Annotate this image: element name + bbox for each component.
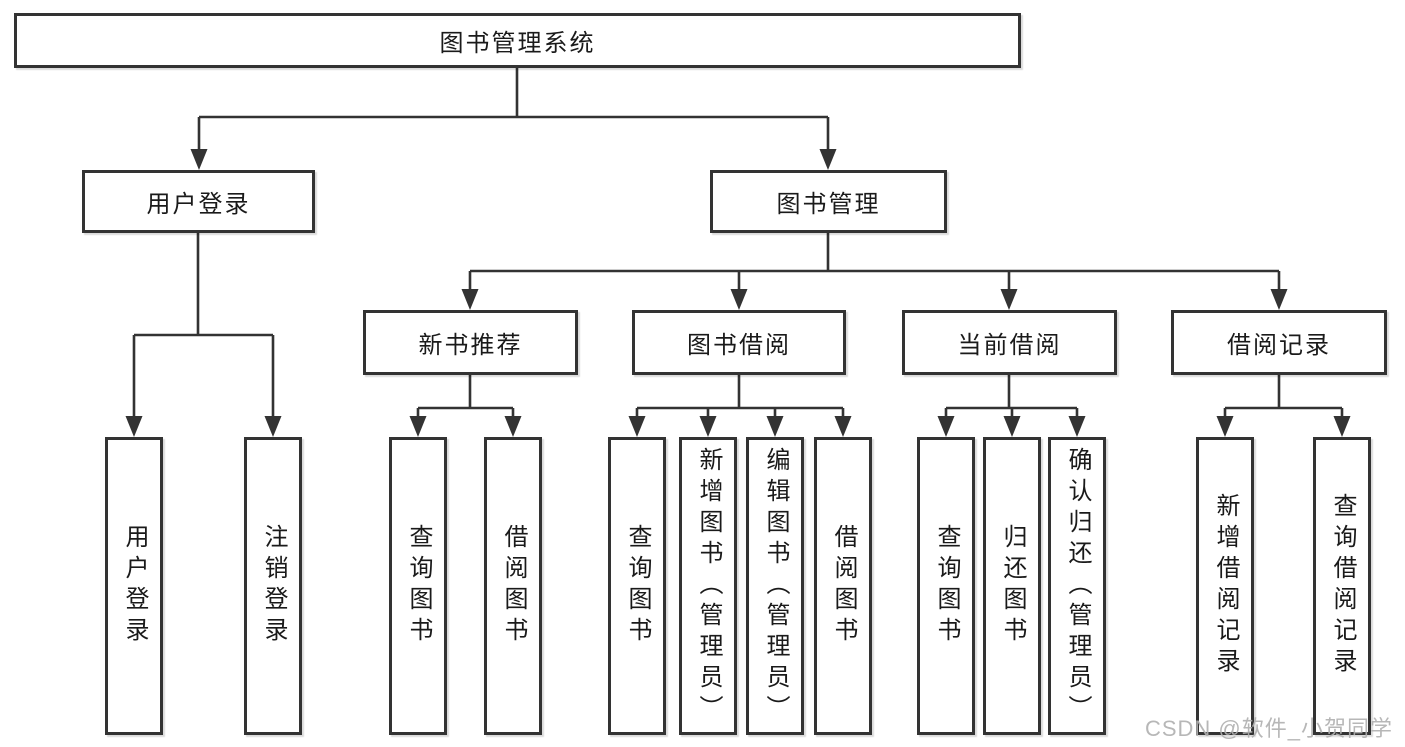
node-borrow-records: 借阅记录 <box>1171 310 1387 375</box>
leaf-logout: 注销登录 <box>244 437 302 735</box>
connector-borrow-to-leaves <box>628 375 852 437</box>
leaf-current-query-label: 查询图书 <box>933 524 960 648</box>
leaf-borrow-add-book: 新增图书（管理员） <box>679 437 737 735</box>
leaf-newbooks-borrow-label: 借阅图书 <box>500 524 527 648</box>
node-current-borrow: 当前借阅 <box>902 310 1117 375</box>
node-book-manage-label: 图书管理 <box>776 191 881 218</box>
connector-root-to-level2 <box>190 68 837 170</box>
node-root-label: 图书管理系统 <box>439 30 596 57</box>
leaf-confirm-return: 确认归还（管理员） <box>1048 437 1106 735</box>
connector-login-to-leaves <box>125 233 282 437</box>
node-current-borrow-label: 当前借阅 <box>957 332 1062 359</box>
leaf-borrow-edit-book-label: 编辑图书（管理员） <box>762 446 789 726</box>
connector-current-to-leaves <box>937 375 1086 437</box>
connector-manage-to-level3 <box>461 233 1288 310</box>
node-user-login-label: 用户登录 <box>146 191 251 218</box>
watermark-text: CSDN @软件_小贺同学 <box>1144 716 1393 741</box>
leaf-borrow-query-label: 查询图书 <box>624 524 651 648</box>
leaf-borrow-book-label: 借阅图书 <box>830 524 857 648</box>
leaf-logout-label: 注销登录 <box>260 524 287 648</box>
leaf-add-borrow-record-label: 新增借阅记录 <box>1212 493 1239 679</box>
leaf-newbooks-query: 查询图书 <box>389 437 447 735</box>
leaf-query-borrow-record-label: 查询借阅记录 <box>1329 493 1356 679</box>
connector-newbooks-to-leaves <box>409 375 522 437</box>
connector-records-to-leaves <box>1216 375 1351 437</box>
leaf-user-login: 用户登录 <box>105 437 163 735</box>
leaf-add-borrow-record: 新增借阅记录 <box>1196 437 1254 735</box>
node-borrow-records-label: 借阅记录 <box>1227 332 1331 359</box>
watermark: CSDN @软件_小贺同学 <box>1145 711 1393 743</box>
node-user-login: 用户登录 <box>82 170 315 233</box>
node-book-manage: 图书管理 <box>710 170 947 233</box>
leaf-user-login-label: 用户登录 <box>121 524 148 648</box>
leaf-borrow-book: 借阅图书 <box>814 437 872 735</box>
leaf-return-book: 归还图书 <box>983 437 1041 735</box>
leaf-current-query: 查询图书 <box>917 437 975 735</box>
node-root: 图书管理系统 <box>14 13 1021 68</box>
leaf-borrow-add-book-label: 新增图书（管理员） <box>695 446 722 726</box>
leaf-newbooks-borrow: 借阅图书 <box>484 437 542 735</box>
leaf-return-book-label: 归还图书 <box>999 524 1026 648</box>
node-new-book-recommend: 新书推荐 <box>363 310 578 375</box>
node-book-borrow-label: 图书借阅 <box>687 332 791 359</box>
leaf-newbooks-query-label: 查询图书 <box>405 524 432 648</box>
leaf-query-borrow-record: 查询借阅记录 <box>1313 437 1371 735</box>
leaf-borrow-edit-book: 编辑图书（管理员） <box>746 437 804 735</box>
leaf-borrow-query: 查询图书 <box>608 437 666 735</box>
node-new-book-recommend-label: 新书推荐 <box>418 332 523 359</box>
node-book-borrow: 图书借阅 <box>632 310 846 375</box>
leaf-confirm-return-label: 确认归还（管理员） <box>1064 446 1091 726</box>
